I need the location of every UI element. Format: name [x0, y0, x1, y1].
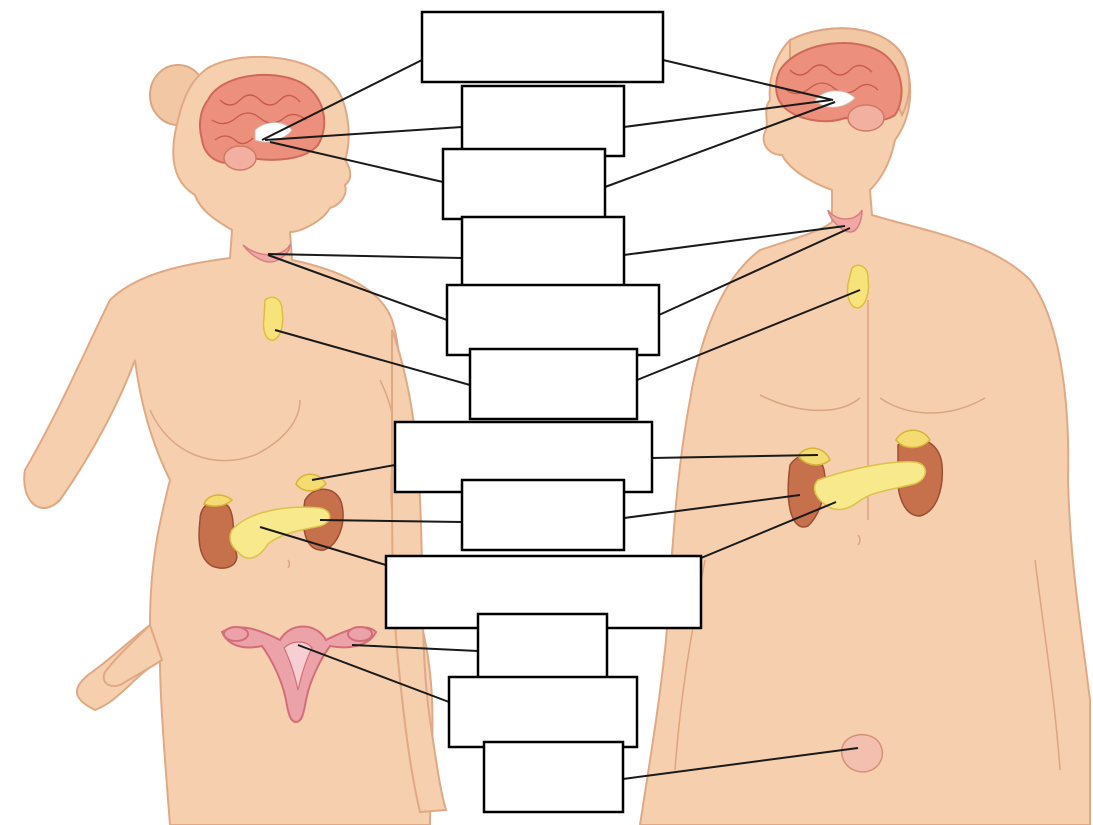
label-box-2[interactable]	[462, 86, 624, 156]
label-box-6[interactable]	[470, 349, 637, 419]
male-thymus	[847, 265, 868, 308]
female-thymus	[263, 297, 282, 340]
female-figure	[24, 57, 446, 825]
male-figure	[640, 28, 1090, 825]
label-box-5[interactable]	[447, 285, 659, 355]
label-box-1[interactable]	[422, 12, 663, 82]
label-box-4[interactable]	[462, 217, 624, 287]
leader-line	[268, 254, 462, 258]
female-cerebellum	[224, 146, 256, 170]
label-boxes	[386, 12, 701, 812]
male-body	[640, 28, 1090, 825]
label-box-12[interactable]	[484, 742, 623, 812]
male-cerebellum	[848, 105, 884, 131]
female-ovary-left	[224, 627, 248, 641]
female-body	[24, 57, 432, 825]
label-box-10[interactable]	[478, 614, 607, 684]
label-box-3[interactable]	[443, 149, 605, 219]
male-testes	[842, 735, 883, 772]
label-box-11[interactable]	[449, 677, 637, 747]
female-ovary-right	[348, 627, 372, 641]
label-box-8[interactable]	[462, 480, 624, 550]
